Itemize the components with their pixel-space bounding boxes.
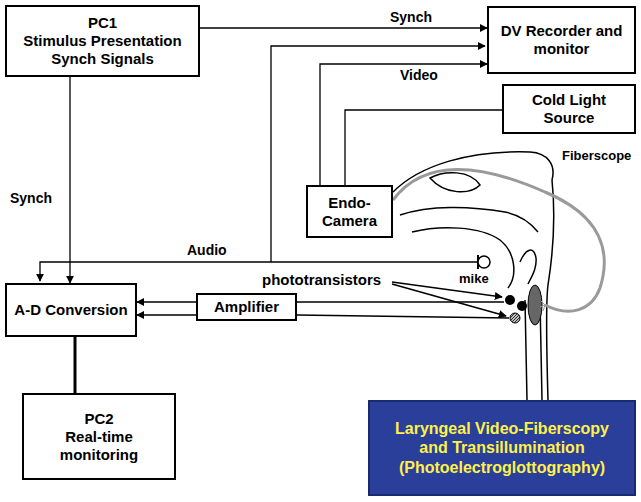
- box-text: Real-time monitoring: [30, 428, 168, 464]
- audio-wire: [271, 46, 485, 262]
- box-text: Endo- Camera: [314, 194, 385, 230]
- signal-connector: [69, 77, 70, 283]
- vocal-tract-outline: [393, 152, 554, 400]
- box-text: Laryngeal Video-Fiberscopy and Transillu…: [380, 419, 624, 477]
- signal-label: Synch: [388, 9, 434, 26]
- light-source-box: Cold Light Source: [502, 84, 636, 134]
- leader-line: [392, 284, 506, 316]
- signal-label: Synch: [8, 190, 54, 207]
- box-heading: PC2: [84, 410, 113, 428]
- phototransistor: [505, 295, 515, 305]
- box-text: Amplifier: [214, 298, 279, 316]
- signal-connector: [345, 110, 502, 185]
- phototransistor: [517, 301, 527, 311]
- larynx: [528, 285, 542, 325]
- tongue: [412, 228, 514, 288]
- part-label: phototransistors: [260, 271, 383, 289]
- pharynx-wall: [547, 180, 554, 400]
- signal-connector: [137, 301, 196, 302]
- converter-box: A-D Conversion: [5, 283, 137, 337]
- computer-box: PC1Stimulus Presentation Synch Signals: [5, 5, 200, 77]
- box-heading: PC1: [88, 14, 117, 32]
- epiglottis: [520, 250, 536, 284]
- title-band: Laryngeal Video-Fiberscopy and Transillu…: [368, 400, 636, 496]
- signal-label: Video: [398, 67, 440, 84]
- part-label: Fiberscope: [560, 148, 633, 164]
- signal-connector: [74, 337, 77, 393]
- microphone-symbol: [478, 256, 490, 268]
- phototransistor: [510, 313, 520, 323]
- recorder-box: DV Recorder and monitor: [487, 6, 636, 74]
- signal-connector: [137, 314, 196, 315]
- camera-box: Endo- Camera: [306, 185, 393, 238]
- box-text: Stimulus Presentation Synch Signals: [13, 32, 192, 68]
- fiberscope-cable: [393, 169, 604, 311]
- part-label: Audio: [185, 242, 229, 259]
- part-label: mike: [457, 271, 491, 287]
- box-text: A-D Conversion: [14, 301, 127, 319]
- palate: [400, 207, 538, 232]
- box-text: DV Recorder and monitor: [495, 22, 628, 58]
- fiberscope-tip: [540, 301, 545, 311]
- box-text: Cold Light Source: [510, 91, 628, 127]
- signal-connector: [200, 27, 487, 28]
- nasal-concha: [430, 173, 480, 192]
- signal-wire: [297, 315, 509, 318]
- signal-wire: [297, 301, 504, 302]
- amplifier-box: Amplifier: [196, 293, 297, 321]
- audio-wire: [40, 262, 478, 281]
- computer-box: PC2Real-time monitoring: [22, 393, 176, 480]
